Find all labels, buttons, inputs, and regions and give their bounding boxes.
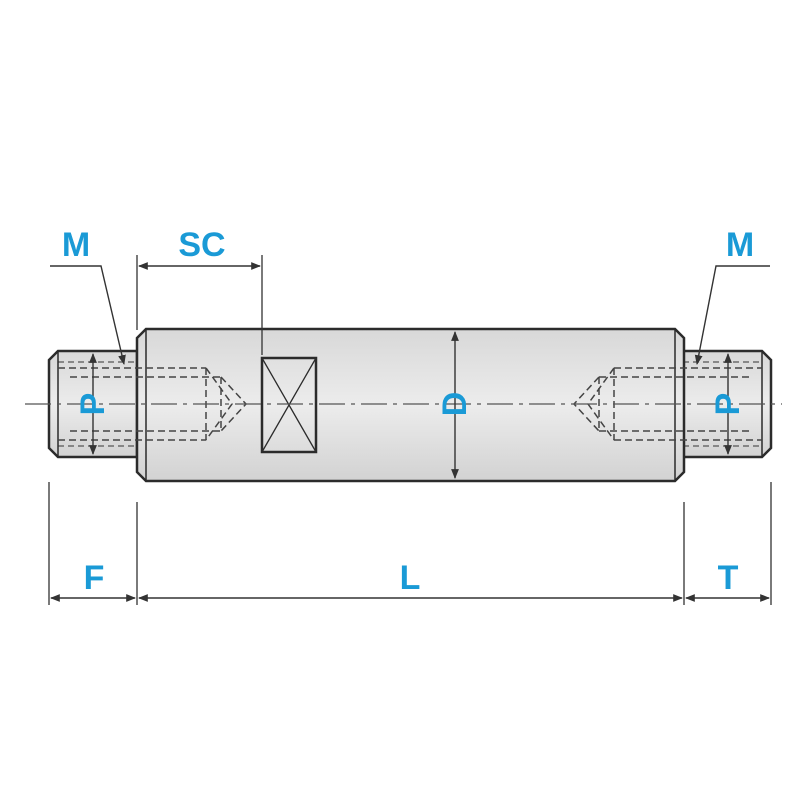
t-label: T xyxy=(718,559,739,597)
f-label: F xyxy=(84,559,105,597)
m-right-label: M xyxy=(726,226,754,264)
wrench-flat xyxy=(260,356,318,454)
sc-label: SC xyxy=(178,226,225,264)
m-leaders xyxy=(50,265,770,365)
extension-lines xyxy=(48,255,772,605)
p-right-label: P xyxy=(709,393,747,416)
m-left-label: M xyxy=(62,226,90,264)
p-left-label: P xyxy=(74,393,112,416)
l-label: L xyxy=(400,559,421,597)
dimension-lines xyxy=(50,262,770,602)
main-shaft-body xyxy=(135,327,686,483)
d-label: D xyxy=(436,392,474,417)
